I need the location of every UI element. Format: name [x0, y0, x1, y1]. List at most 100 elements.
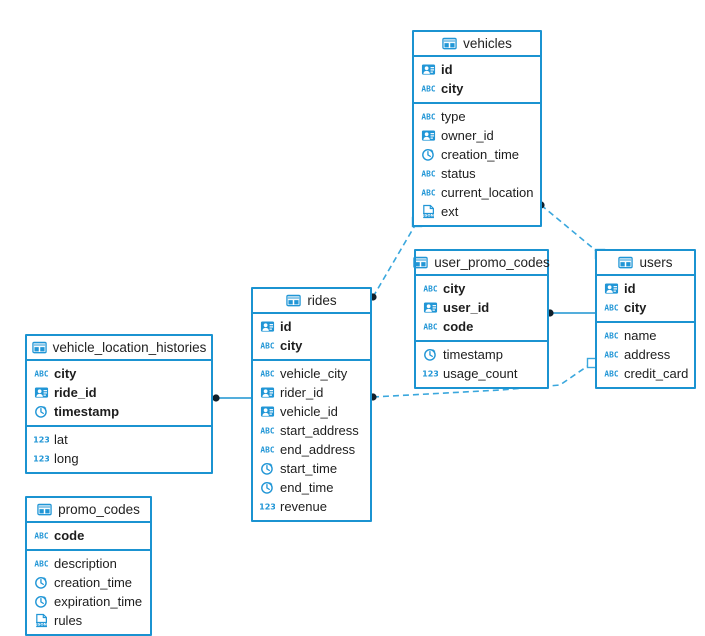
field-label: end_address: [280, 442, 356, 457]
field-row-vehicles-id[interactable]: id: [414, 60, 540, 79]
field-label: vehicle_id: [280, 404, 338, 419]
entity-header-vehicle_location_histories[interactable]: vehicle_location_histories: [27, 336, 211, 361]
field-row-vehicles-city[interactable]: ABC city: [414, 79, 540, 98]
relationship-user_promo_codes-users[interactable]: [546, 309, 595, 317]
entity-header-vehicles[interactable]: vehicles: [414, 32, 540, 57]
field-label: rider_id: [280, 385, 324, 400]
field-label: revenue: [280, 499, 327, 514]
svg-text:ABC: ABC: [34, 532, 48, 541]
field-label: current_location: [441, 185, 534, 200]
abc-icon: ABC: [34, 556, 49, 571]
field-row-rides-revenue[interactable]: 123revenue: [253, 497, 370, 516]
field-row-vehicle_location_histories-lat[interactable]: 123lat: [27, 430, 211, 449]
field-label: status: [441, 166, 476, 181]
entity-header-rides[interactable]: rides: [253, 289, 370, 314]
field-row-user_promo_codes-code[interactable]: ABC code: [416, 317, 547, 336]
field-row-vehicles-owner_id[interactable]: owner_id: [414, 126, 540, 145]
field-label: city: [441, 81, 464, 96]
field-row-vehicle_location_histories-timestamp[interactable]: timestamp: [27, 402, 211, 421]
svg-text:ABC: ABC: [260, 342, 274, 351]
field-row-rides-end_time[interactable]: end_time: [253, 478, 370, 497]
entity-header-user_promo_codes[interactable]: user_promo_codes: [413, 251, 550, 276]
key-id-icon: [421, 128, 436, 143]
field-row-user_promo_codes-timestamp[interactable]: timestamp: [416, 345, 547, 364]
field-label: start_address: [280, 423, 359, 438]
entity-header-users[interactable]: users: [597, 251, 694, 276]
field-row-user_promo_codes-user_id[interactable]: user_id: [416, 298, 547, 317]
svg-text:123: 123: [423, 370, 438, 379]
field-label: creation_time: [54, 575, 133, 590]
field-label: city: [443, 281, 466, 296]
field-label: rules: [54, 613, 83, 628]
svg-text:ABC: ABC: [604, 332, 618, 341]
field-label: id: [280, 319, 292, 334]
abc-icon: ABC: [260, 338, 275, 353]
field-row-rides-id[interactable]: id: [253, 317, 370, 336]
field-row-rides-start_time[interactable]: start_time: [253, 459, 370, 478]
field-row-promo_codes-expiration_time[interactable]: expiration_time: [27, 592, 150, 611]
field-row-users-id[interactable]: id: [597, 279, 694, 298]
123-icon: 123: [423, 366, 438, 381]
field-label: start_time: [280, 461, 338, 476]
entity-title: user_promo_codes: [434, 255, 550, 270]
field-row-rides-rider_id[interactable]: rider_id: [253, 383, 370, 402]
field-row-users-name[interactable]: ABC name: [597, 326, 694, 345]
relationship-line: [540, 204, 601, 255]
field-row-user_promo_codes-usage_count[interactable]: 123usage_count: [416, 364, 547, 383]
key-id-icon: [604, 281, 619, 296]
key-id-icon: [260, 404, 275, 419]
field-row-vehicle_location_histories-ride_id[interactable]: ride_id: [27, 383, 211, 402]
key-id-icon: [34, 385, 49, 400]
field-label: name: [624, 328, 657, 343]
relationship-vehicle_location_histories-rides[interactable]: [212, 394, 251, 402]
field-label: owner_id: [441, 128, 494, 143]
entity-header-promo_codes[interactable]: promo_codes: [27, 498, 150, 523]
svg-text:ABC: ABC: [604, 370, 618, 379]
svg-text:ABC: ABC: [423, 323, 437, 332]
field-row-vehicles-creation_time[interactable]: creation_time: [414, 145, 540, 164]
field-label: code: [443, 319, 474, 334]
abc-icon: ABC: [604, 300, 619, 315]
table-icon: [618, 255, 634, 270]
field-label: timestamp: [54, 404, 120, 419]
field-label: ext: [441, 204, 459, 219]
key-id-icon: [260, 385, 275, 400]
field-row-rides-vehicle_id[interactable]: vehicle_id: [253, 402, 370, 421]
svg-text:ABC: ABC: [604, 351, 618, 360]
field-row-vehicle_location_histories-long[interactable]: 123long: [27, 449, 211, 468]
field-label: id: [441, 62, 453, 77]
key-id-icon: [260, 319, 275, 334]
abc-icon: ABC: [604, 366, 619, 381]
clock-icon: [260, 461, 275, 476]
field-row-promo_codes-creation_time[interactable]: creation_time: [27, 573, 150, 592]
abc-icon: ABC: [421, 81, 436, 96]
